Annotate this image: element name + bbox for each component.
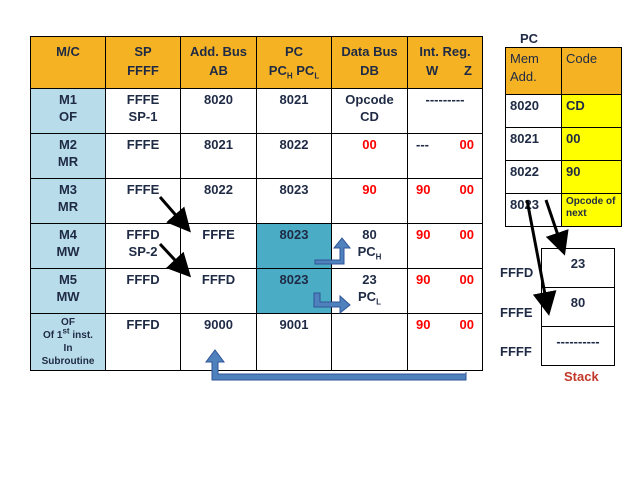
pch-arrow bbox=[314, 237, 352, 265]
stack-arrow-23 bbox=[544, 199, 569, 256]
memory-code: 00 bbox=[561, 127, 622, 161]
memory-code: CD bbox=[561, 94, 622, 128]
ab-cell: 8021 bbox=[180, 133, 257, 179]
db-cell: 90 bbox=[331, 178, 408, 224]
memory-addr: 8022 bbox=[505, 160, 562, 194]
memory-row: 8022 90 bbox=[505, 160, 622, 194]
ab-cell: 8022 bbox=[180, 178, 257, 224]
pcl-arrow bbox=[313, 292, 351, 315]
header-mc: M/C bbox=[30, 36, 106, 89]
memory-addr: 8020 bbox=[505, 94, 562, 128]
stack-row: ---------- bbox=[541, 326, 615, 366]
stack-addr-label: FFFE bbox=[500, 305, 533, 320]
sp-arrow-1 bbox=[158, 196, 191, 233]
pc-cell: 9001 bbox=[256, 313, 332, 371]
header-pc: PC PCH PCL bbox=[256, 36, 332, 89]
memory-title: PC bbox=[520, 31, 539, 46]
stack-title: Stack bbox=[564, 369, 599, 384]
memory-row: 8021 00 bbox=[505, 127, 622, 161]
ab-cell: FFFE bbox=[180, 223, 257, 269]
pc-cell: 8021 bbox=[256, 88, 332, 134]
stack-arrow-80 bbox=[525, 199, 557, 316]
sp-cell: FFFD bbox=[105, 313, 181, 371]
memory-row: 8023 Opcode of next bbox=[505, 193, 622, 227]
memory-header-addr: Mem Add. bbox=[505, 47, 562, 95]
memory-row: 8020 CD bbox=[505, 94, 622, 128]
memory-code: 90 bbox=[561, 160, 622, 194]
memory-table: Mem Add. Code 8020 CD 8021 00 8022 90 80… bbox=[505, 47, 622, 227]
sp-cell: FFFE bbox=[105, 178, 181, 224]
stack-addr-label: FFFF bbox=[500, 344, 532, 359]
table-row: OF Of 1st inst. In Subroutine FFFD 9000 … bbox=[30, 313, 483, 371]
stack-addr-label: FFFD bbox=[500, 265, 534, 280]
stack-cell: ---------- bbox=[541, 326, 615, 366]
pc-cell: 8023 bbox=[256, 178, 332, 224]
return-arrow bbox=[205, 349, 467, 381]
memory-addr: 8021 bbox=[505, 127, 562, 161]
memory-header-row: Mem Add. Code bbox=[505, 47, 622, 95]
memory-code: Opcode of next bbox=[561, 193, 622, 227]
mc-cell: OF Of 1st inst. In Subroutine bbox=[30, 313, 106, 371]
reg-cell: --------- bbox=[407, 88, 483, 134]
reg-cell: ---00 bbox=[407, 133, 483, 179]
memory-header-code: Code bbox=[561, 47, 622, 95]
sp-cell: FFFE bbox=[105, 133, 181, 179]
sp-arrow-2 bbox=[158, 242, 192, 278]
db-cell bbox=[331, 313, 408, 371]
